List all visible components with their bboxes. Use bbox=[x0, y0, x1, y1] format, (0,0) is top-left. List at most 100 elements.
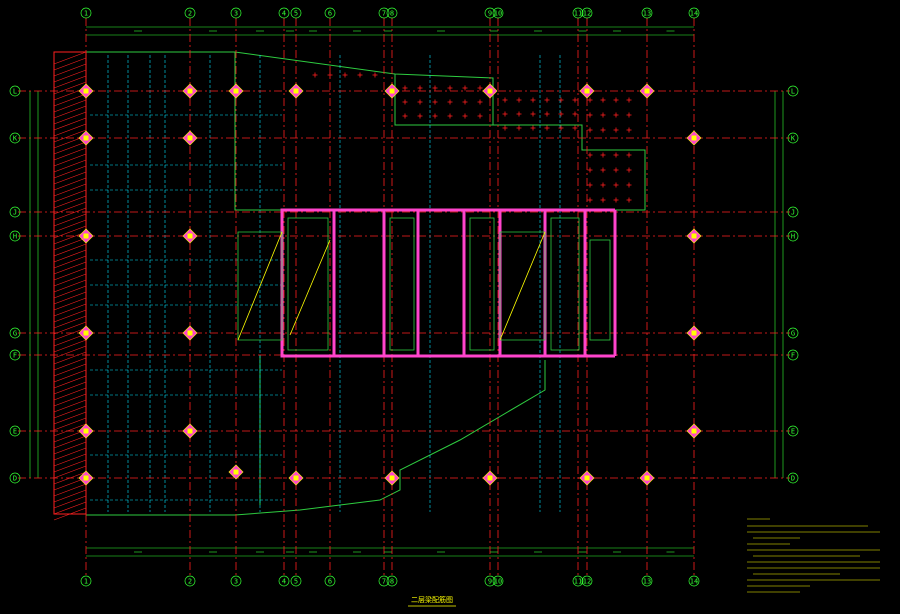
hatch-line bbox=[53, 213, 87, 227]
column-core bbox=[187, 135, 193, 141]
hatch-line bbox=[53, 111, 87, 125]
axis-label-row: D bbox=[791, 475, 795, 483]
column-core bbox=[83, 233, 89, 239]
column-core bbox=[83, 135, 89, 141]
hatch-line bbox=[53, 63, 87, 77]
axis-bubble-icon bbox=[9, 472, 21, 484]
hatch-line bbox=[53, 255, 87, 269]
hatch-line bbox=[53, 165, 87, 179]
axis-label-col: 3 bbox=[234, 578, 238, 586]
axis-label-col: 8 bbox=[390, 10, 394, 18]
hatch-line bbox=[53, 189, 87, 203]
hatch-line bbox=[53, 57, 87, 71]
left-hatch-strip bbox=[53, 51, 87, 521]
hatch-line bbox=[53, 117, 87, 131]
hatch-line bbox=[53, 447, 87, 461]
hatch-line bbox=[53, 93, 87, 107]
axis-bubble-icon bbox=[787, 327, 799, 339]
axis-grid-lines bbox=[18, 18, 790, 575]
column-core bbox=[644, 88, 650, 94]
opening-markers bbox=[312, 72, 632, 203]
beam-lines bbox=[90, 55, 561, 512]
axis-bubble-icon bbox=[641, 7, 653, 19]
column-core bbox=[691, 428, 697, 434]
axis-label-col: 3 bbox=[234, 10, 238, 18]
column-core bbox=[584, 88, 590, 94]
axis-label-row: F bbox=[13, 352, 17, 360]
general-notes-block bbox=[747, 518, 880, 593]
column-core bbox=[487, 475, 493, 481]
axis-bubble-icon bbox=[492, 7, 504, 19]
axis-bubble-icon bbox=[9, 206, 21, 218]
axis-label-row: D bbox=[13, 475, 17, 483]
hatch-line bbox=[53, 159, 87, 173]
hatch-line bbox=[53, 243, 87, 257]
column-core bbox=[293, 88, 299, 94]
hatch-line bbox=[53, 291, 87, 305]
axis-label-row: E bbox=[791, 428, 795, 436]
axis-label-col: 11 bbox=[574, 10, 582, 18]
axis-bubble-icon bbox=[787, 206, 799, 218]
axis-label-row: J bbox=[13, 209, 17, 217]
hatch-line bbox=[53, 261, 87, 275]
axis-label-col: 14 bbox=[690, 10, 698, 18]
hatch-line bbox=[53, 339, 87, 353]
axis-bubble-icon bbox=[378, 7, 390, 19]
hatch-line bbox=[53, 393, 87, 407]
hatch-line bbox=[53, 273, 87, 287]
column-core bbox=[644, 475, 650, 481]
axis-bubble-icon bbox=[80, 7, 92, 19]
axis-bubble-icon bbox=[386, 7, 398, 19]
column-core bbox=[691, 330, 697, 336]
column-core bbox=[584, 475, 590, 481]
axis-label-col: 11 bbox=[574, 578, 582, 586]
hatch-line bbox=[53, 441, 87, 455]
axis-label-col: 4 bbox=[282, 578, 286, 586]
hatch-line bbox=[53, 507, 87, 521]
hatch-line bbox=[53, 381, 87, 395]
axis-bubble-icon bbox=[80, 575, 92, 587]
axis-label-row: G bbox=[13, 330, 17, 338]
hatch-line bbox=[53, 423, 87, 437]
axis-label-col: 9 bbox=[488, 578, 492, 586]
axis-label-row: J bbox=[791, 209, 795, 217]
hatch-line bbox=[53, 459, 87, 473]
axis-bubble-icon bbox=[787, 349, 799, 361]
hatch-line bbox=[53, 333, 87, 347]
column-core bbox=[293, 475, 299, 481]
hatch-line bbox=[53, 417, 87, 431]
axis-bubble-icon bbox=[787, 230, 799, 242]
axis-bubble-icon bbox=[278, 575, 290, 587]
axis-bubble-icon bbox=[230, 7, 242, 19]
axis-bubble-icon bbox=[290, 575, 302, 587]
axis-bubble-icon bbox=[581, 7, 593, 19]
axis-label-col: 4 bbox=[282, 10, 286, 18]
axis-bubble-icon bbox=[9, 327, 21, 339]
axis-label-row: G bbox=[791, 330, 795, 338]
hatch-line bbox=[53, 495, 87, 509]
hatch-line bbox=[53, 207, 87, 221]
hatch-line bbox=[53, 465, 87, 479]
column-core bbox=[233, 469, 239, 475]
hatch-line bbox=[53, 363, 87, 377]
axis-bubble-icon bbox=[184, 575, 196, 587]
hatch-line bbox=[53, 369, 87, 383]
axis-label-col: 5 bbox=[294, 578, 298, 586]
axis-label-col: 1 bbox=[84, 10, 88, 18]
axis-bubble-icon bbox=[572, 575, 584, 587]
axis-bubble-icon bbox=[9, 230, 21, 242]
hatch-line bbox=[53, 51, 87, 65]
hatch-line bbox=[53, 285, 87, 299]
axis-bubble-icon bbox=[9, 349, 21, 361]
hatch-line bbox=[53, 75, 87, 89]
hatch-line bbox=[53, 267, 87, 281]
column-core bbox=[389, 475, 395, 481]
axis-label-col: 9 bbox=[488, 10, 492, 18]
hatch-line bbox=[53, 237, 87, 251]
axis-label-col: 6 bbox=[328, 10, 332, 18]
hatch-line bbox=[53, 303, 87, 317]
column-core bbox=[83, 428, 89, 434]
hatch-line bbox=[53, 327, 87, 341]
hatch-line bbox=[53, 99, 87, 113]
hatch-line bbox=[53, 279, 87, 293]
